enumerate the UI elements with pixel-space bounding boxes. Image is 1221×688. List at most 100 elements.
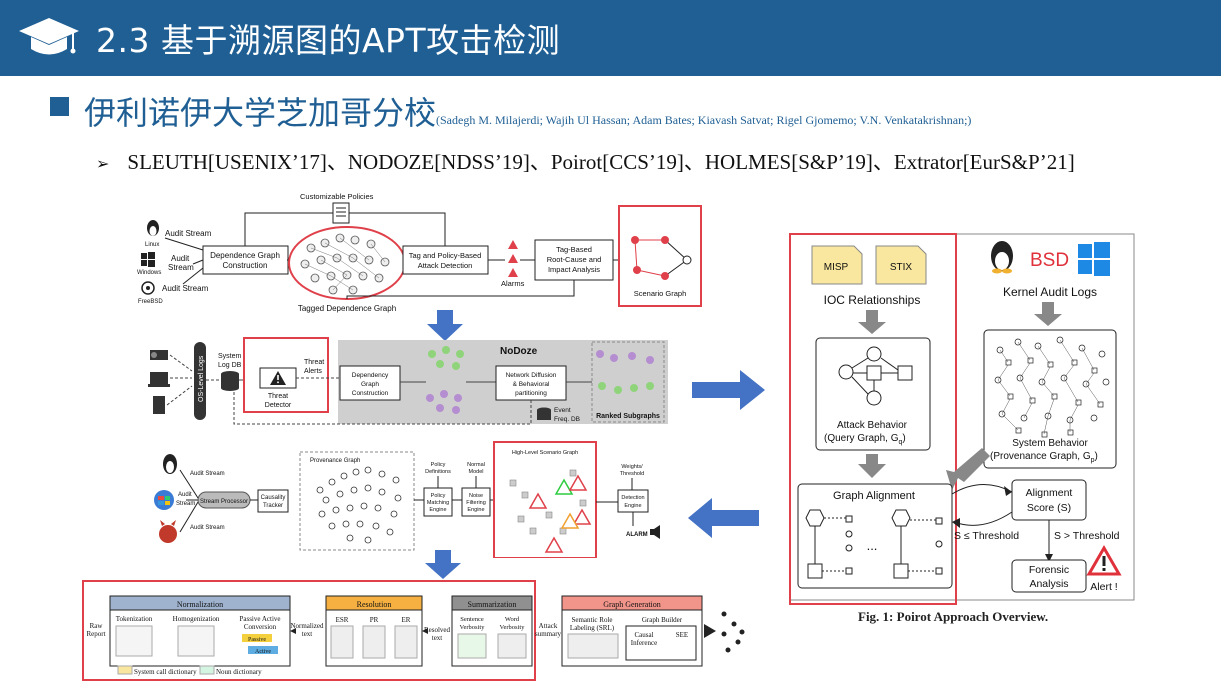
misp-label: MISP xyxy=(824,262,849,273)
srl-line1: Semantic Role xyxy=(571,616,612,624)
alignment-nodes xyxy=(805,509,943,579)
customizable-policies-label: Customizable Policies xyxy=(300,192,374,201)
windows-icon xyxy=(141,252,155,267)
noun-dict-label: Noun dictionary xyxy=(216,668,262,676)
attack-summary-line2: summary xyxy=(535,630,562,638)
alerts-label: Alerts xyxy=(304,368,322,375)
nodoze-title: NoDoze xyxy=(500,346,538,357)
network-line3: partitioning xyxy=(515,390,547,397)
authors: (Sadegh M. Milajerdi; Wajih Ul Hassan; A… xyxy=(436,113,972,127)
forensic-line2: Analysis xyxy=(1029,578,1068,590)
summarization-label: Summarization xyxy=(468,600,517,609)
kernel-logs-label: Kernel Audit Logs xyxy=(1003,285,1097,299)
stream-processor-label: Stream Processor xyxy=(200,499,248,505)
freq-db-label: Freq. DB xyxy=(554,416,580,423)
speaker-icon xyxy=(650,525,660,539)
alarms-label: Alarms xyxy=(501,279,525,288)
windows-label: Windows xyxy=(137,270,161,276)
homogenization-label: Homogenization xyxy=(173,615,220,623)
attack-detection-box xyxy=(402,245,489,275)
network-diffusion-box xyxy=(495,365,567,401)
section-bullet xyxy=(50,97,69,116)
systems-list: SLEUTH[USENIX’17]、NODOZE[NDSS’19]、Poirot… xyxy=(127,150,1075,174)
linux-tux-icon xyxy=(991,241,1013,274)
stix-doc-icon xyxy=(875,245,927,285)
alignment-line1: Alignment xyxy=(1026,487,1073,499)
normalized-line1: Normalized xyxy=(290,622,324,630)
misp-doc-icon xyxy=(811,245,863,285)
stream-label: Stream xyxy=(168,263,194,272)
raw-line1: Raw xyxy=(90,622,104,630)
sentence-line2: Verbosity xyxy=(460,624,486,631)
event-label: Event xyxy=(554,407,571,414)
query-graph-label: (Query Graph, Gq) xyxy=(824,433,906,446)
os-logs-pipe xyxy=(194,342,206,420)
scenario-graph-box xyxy=(618,205,702,307)
dependency-line3: Construction xyxy=(352,390,389,397)
audit-stream-label-2: Audit Stream xyxy=(162,284,209,293)
diagonal-arrow-icon xyxy=(946,448,990,490)
esr-label: ESR xyxy=(336,616,349,624)
linux-icon xyxy=(147,220,159,236)
provenance-graph-label: Provenance Graph xyxy=(310,458,360,464)
passive-line2: Conversion xyxy=(244,623,277,631)
threat-detector-line1: Threat xyxy=(268,393,288,400)
header-bar: 2.3 基于溯源图的APT攻击检测 xyxy=(0,0,1221,76)
audit-stream-label-1: Audit Stream xyxy=(165,229,212,238)
passive-line1: Passive Active xyxy=(239,615,280,623)
normal-line2: Model xyxy=(469,469,484,475)
detection-line1: Detection xyxy=(621,495,644,501)
active-chip: Active xyxy=(255,649,271,655)
network-line2: & Behavioral xyxy=(513,381,550,388)
tagged-graph-label: Tagged Dependence Graph xyxy=(298,304,396,313)
passive-chip: Passive xyxy=(248,637,266,643)
os-logs-label: OS-Level Logs xyxy=(198,355,205,402)
noise-line1: Noise xyxy=(469,493,483,499)
causal-line1: Causal xyxy=(634,631,653,639)
forensic-line1: Forensic xyxy=(1029,564,1069,576)
windows-tiles-icon xyxy=(1078,242,1110,276)
causality-tracker-box xyxy=(257,489,289,513)
extractor-figure: Raw Report Normalization Tokenization Ho… xyxy=(82,580,745,681)
policy-engine-line3: Engine xyxy=(429,507,446,513)
alignment-score-box xyxy=(1011,479,1087,521)
log-db-label: Log DB xyxy=(218,362,242,369)
poirot-caption: Fig. 1: Poirot Approach Overview. xyxy=(858,609,1049,624)
graduation-cap-icon xyxy=(19,18,79,55)
bullet-line: ➢SLEUTH[USENIX’17]、NODOZE[NDSS’19]、Poiro… xyxy=(96,146,1075,176)
freebsd-icon xyxy=(141,281,155,295)
policy-engine-line2: Matching xyxy=(427,500,449,506)
server-icon xyxy=(153,396,165,414)
down-arrow-icon xyxy=(427,310,463,341)
resolved-line1: Resolved xyxy=(424,626,451,634)
graph-alignment-label: Graph Alignment xyxy=(833,490,915,502)
dependence-graph-box xyxy=(202,245,289,275)
word-line2: Verbosity xyxy=(500,624,526,631)
causality-line2: Tracker xyxy=(263,503,283,509)
down-arrow-attack-icon xyxy=(858,454,886,478)
policy-defs-line2: Definitions xyxy=(425,469,451,475)
policy-matching-box xyxy=(423,487,453,517)
word-line1: Word xyxy=(505,616,520,623)
audit-label: Audit xyxy=(171,254,190,263)
policy-defs-line1: Policy xyxy=(431,462,446,468)
down-arrow-2-icon xyxy=(425,550,461,579)
syscall-dict-label: System call dictionary xyxy=(134,668,197,676)
detection-line2: Engine xyxy=(624,503,641,509)
dep-graph-line1: Dependence Graph xyxy=(210,251,280,260)
noise-filtering-box xyxy=(461,487,491,517)
policy-engine-line1: Policy xyxy=(431,493,446,499)
normal-line1: Normal xyxy=(467,462,485,468)
resolved-line2: text xyxy=(432,634,443,642)
system-behavior-box xyxy=(983,329,1117,469)
poirot-figure: MISP STIX IOC Relationships Attack Behav… xyxy=(789,233,1135,605)
warning-icon xyxy=(270,371,286,385)
bsd-logo: BSD xyxy=(1030,250,1069,271)
linux-label: Linux xyxy=(145,242,159,248)
root-cause-line2: Root-Cause and xyxy=(547,255,602,264)
tokenization-label: Tokenization xyxy=(116,615,153,623)
srl-line2: Labeling (SRL) xyxy=(570,624,615,632)
dependency-graph-box xyxy=(339,365,401,401)
provenance-graph-label: (Provenance Graph, Gp) xyxy=(990,451,1098,464)
poirot-red-box xyxy=(789,233,957,605)
